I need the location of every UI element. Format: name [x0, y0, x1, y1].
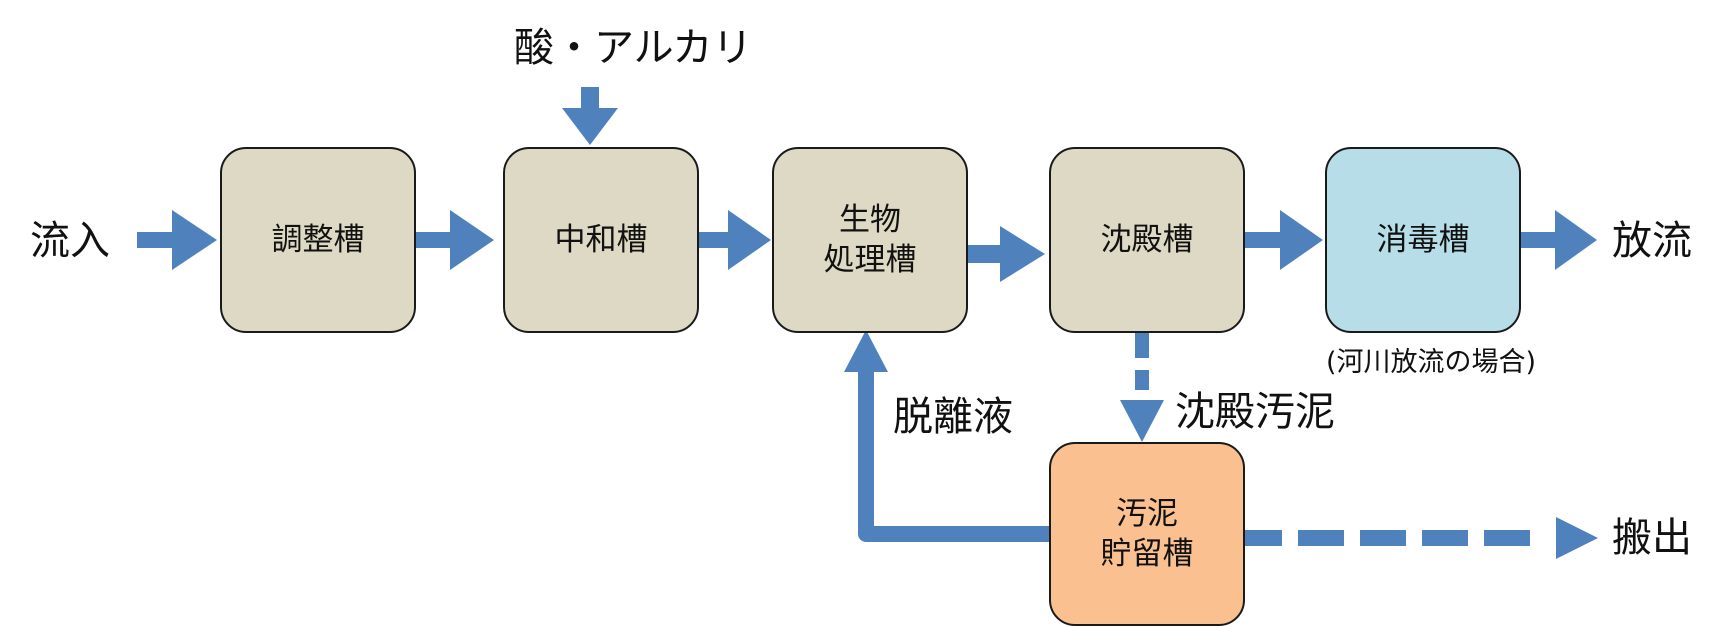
- dash-haul-5: [1484, 530, 1530, 546]
- arrow-inflow-to-equalization: [137, 210, 217, 270]
- return-line: [858, 368, 1051, 542]
- inflow-label: 流入: [30, 218, 110, 264]
- arrow-neutralization-to-biological: [696, 210, 771, 270]
- biological-treatment-tank: 生物 処理槽: [772, 147, 968, 333]
- arrow-equalization-to-neutralization: [416, 210, 494, 270]
- disinfection-tank-label: 消毒槽: [1376, 222, 1470, 258]
- river-discharge-note: (河川放流の場合): [1326, 347, 1537, 378]
- sedimentation-tank: 沈殿槽: [1049, 147, 1245, 333]
- biological-tank-label-line2: 処理槽: [823, 242, 917, 278]
- sedimentation-tank-label: 沈殿槽: [1100, 222, 1194, 258]
- chemicals-label: 酸・アルカリ: [514, 25, 753, 71]
- arrow-disinfection-to-discharge: [1520, 210, 1597, 270]
- sludge-storage-tank: 汚泥 貯留槽: [1049, 442, 1245, 626]
- dash-haul-2: [1298, 530, 1344, 546]
- arrowhead-haul: [1556, 517, 1598, 559]
- sludge-tank-label-line2: 貯留槽: [1100, 536, 1194, 572]
- haul-out-label: 搬出: [1612, 515, 1692, 561]
- arrowhead-return: [844, 330, 888, 372]
- dash-haul-4: [1422, 530, 1468, 546]
- neutralization-tank: 中和槽: [503, 147, 699, 333]
- arrowhead-sedimentation-to-sludge: [1120, 400, 1164, 442]
- equalization-tank-label: 調整槽: [271, 222, 365, 258]
- arrow-chemicals-to-neutralization: [562, 87, 618, 145]
- dash-haul-1: [1236, 530, 1282, 546]
- neutralization-tank-label: 中和槽: [554, 222, 648, 258]
- arrow-biological-to-sedimentation: [960, 226, 1045, 282]
- sludge-tank-label-line1: 汚泥: [1116, 496, 1178, 532]
- settled-sludge-label: 沈殿汚泥: [1175, 389, 1335, 435]
- discharge-label: 放流: [1612, 218, 1692, 264]
- equalization-tank: 調整槽: [220, 147, 416, 333]
- dash-sedimentation-to-sludge-2: [1135, 370, 1149, 390]
- arrow-sedimentation-to-disinfection: [1244, 210, 1323, 270]
- dash-sedimentation-to-sludge-1: [1135, 332, 1149, 358]
- biological-tank-label-line1: 生物: [839, 202, 901, 238]
- disinfection-tank: 消毒槽: [1325, 147, 1521, 333]
- separated-liquid-label: 脱離液: [893, 394, 1013, 440]
- dash-haul-3: [1360, 530, 1406, 546]
